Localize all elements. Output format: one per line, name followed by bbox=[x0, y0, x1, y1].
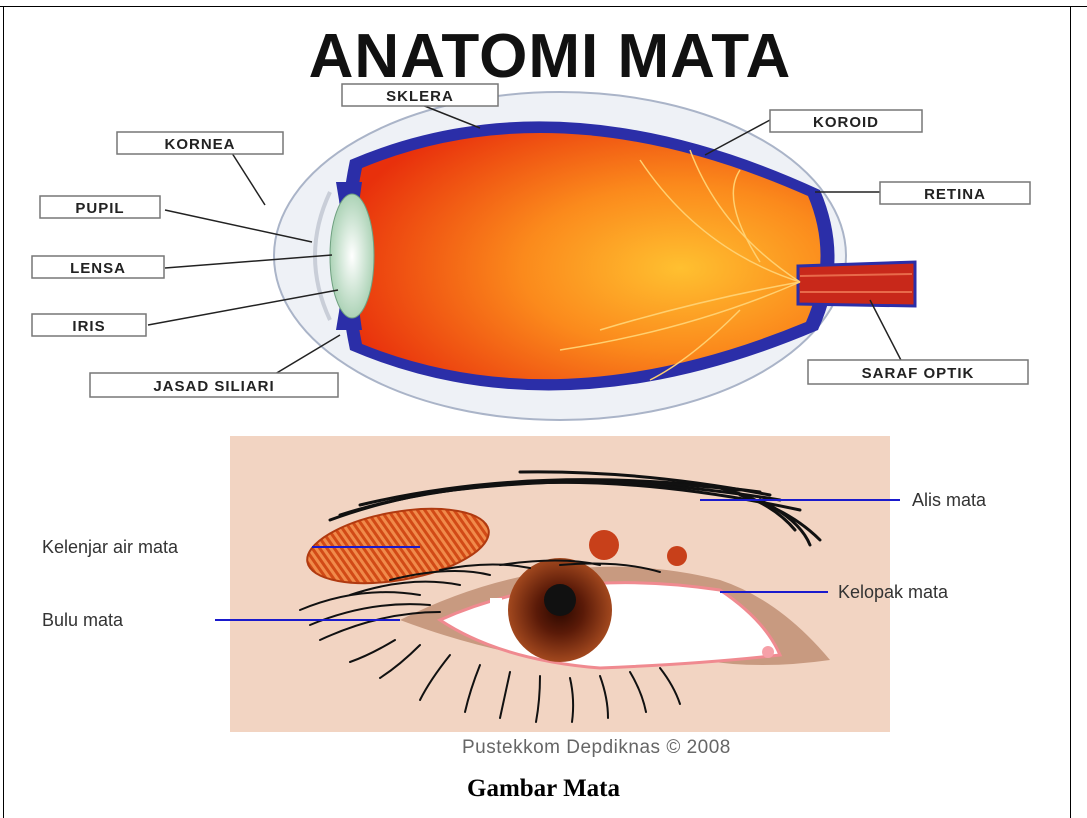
kornea-label: KORNEA bbox=[164, 136, 235, 153]
kelenjar-air-mata-label: Kelenjar air mata bbox=[42, 537, 179, 557]
figure-caption: Gambar Mata bbox=[0, 775, 1087, 803]
retina-label: RETINA bbox=[924, 186, 986, 203]
gland-nodule-small bbox=[667, 546, 687, 566]
eye-highlight bbox=[490, 598, 502, 610]
lens-shape bbox=[330, 194, 374, 318]
tear-duct bbox=[762, 646, 774, 658]
iris-label: IRIS bbox=[72, 318, 105, 335]
koroid-label: KOROID bbox=[813, 114, 879, 131]
pupil-label: PUPIL bbox=[75, 200, 124, 217]
image-credit: Pustekkom Depdiknas © 2008 bbox=[462, 737, 731, 759]
gland-nodule-large bbox=[589, 530, 619, 560]
optic-nerve bbox=[798, 262, 915, 306]
kelopak-mata-label: Kelopak mata bbox=[838, 582, 949, 602]
external-eye-illustration bbox=[215, 436, 900, 732]
lensa-label: LENSA bbox=[70, 260, 126, 277]
sklera-label: SKLERA bbox=[386, 88, 454, 105]
pupil-external bbox=[544, 584, 576, 616]
bulu-mata-label: Bulu mata bbox=[42, 610, 124, 630]
jasad-siliari-label: JASAD SILIARI bbox=[153, 378, 274, 395]
alis-mata-label: Alis mata bbox=[912, 490, 987, 510]
saraf-optik-label: SARAF OPTIK bbox=[862, 365, 975, 382]
